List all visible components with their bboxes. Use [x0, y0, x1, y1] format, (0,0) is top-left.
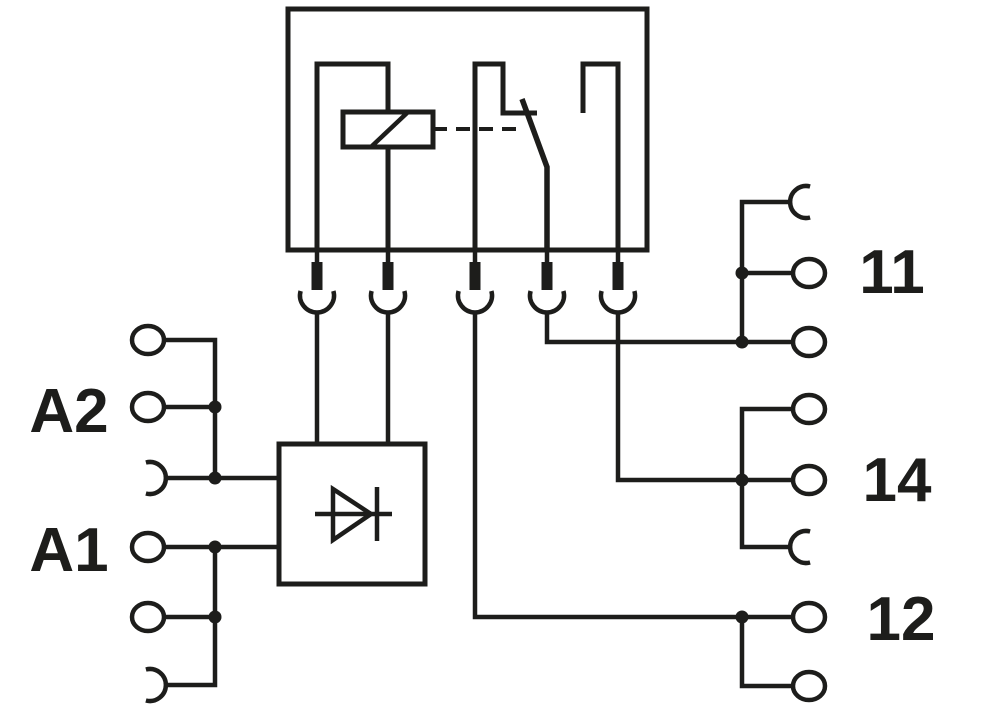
terminal-label-14: 14 — [863, 446, 932, 515]
no-to-terminal-14-wire — [615, 312, 793, 483]
terminal-circle — [790, 669, 828, 703]
plug-connector — [297, 250, 638, 315]
relay-box — [285, 6, 650, 253]
junction-dot — [208, 400, 222, 414]
junction-dot — [735, 266, 749, 280]
socket-arc-icon — [598, 290, 638, 315]
socket-arc-icon — [145, 666, 169, 704]
terminal-circle-a2 — [129, 390, 167, 424]
changeover-contact-icon — [472, 61, 621, 250]
terminal-circle-12 — [790, 600, 828, 634]
common-to-terminal-11-wire — [544, 312, 793, 345]
a1-bus-wire — [165, 547, 218, 688]
plug-pin-icon — [469, 262, 481, 290]
diode-icon — [315, 484, 392, 545]
junction-dot — [735, 473, 749, 487]
socket-arc-icon — [297, 290, 337, 315]
junction-dot — [735, 335, 749, 349]
a2-bus-wire — [164, 337, 218, 478]
coil-top-wire — [314, 61, 391, 250]
terminal-label-11: 11 — [859, 238, 925, 307]
plug-pin-icon — [311, 262, 323, 290]
socket-arc-icon — [527, 290, 567, 315]
terminal-circle-11 — [790, 256, 828, 290]
socket-arc-icon — [368, 290, 408, 315]
socket-arc-icon — [145, 459, 169, 497]
terminal-circle-a1 — [129, 530, 167, 564]
terminal-label-12: 12 — [867, 585, 936, 654]
right-terminal-group: 11 14 12 — [735, 183, 936, 703]
t12-bus-wire — [739, 617, 793, 689]
wiring — [314, 312, 793, 620]
socket-arc-icon — [787, 183, 811, 221]
junction-dot — [735, 610, 749, 624]
terminal-label-a1: A1 — [29, 516, 108, 585]
terminal-circle — [790, 325, 828, 359]
terminal-label-a2: A2 — [29, 377, 108, 446]
diode-triangle — [330, 484, 376, 545]
terminal-circle — [790, 392, 828, 426]
plug-pin-icon — [541, 262, 553, 290]
junction-dot — [208, 540, 222, 554]
t11-bus-wire — [739, 199, 790, 342]
diode-module-box — [276, 441, 428, 587]
junction-dot — [208, 610, 222, 624]
terminal-circle — [129, 323, 167, 357]
no-contact-wire — [580, 61, 621, 250]
socket-arc-icon — [455, 290, 495, 315]
relay-coil-icon — [340, 109, 436, 150]
plug-pin-icon — [382, 262, 394, 290]
junction-dot — [208, 471, 222, 485]
terminal-circle — [129, 600, 167, 634]
plug-pin-icon — [612, 262, 624, 290]
coil-diagonal — [370, 111, 409, 148]
terminal-circle-14 — [790, 463, 828, 497]
contact-blade — [519, 98, 550, 250]
nc-contact-wire — [472, 61, 537, 250]
left-terminal-group: A2 A1 — [29, 323, 279, 704]
socket-arc-icon — [787, 528, 811, 566]
nc-to-terminal-12-wire — [472, 312, 793, 620]
